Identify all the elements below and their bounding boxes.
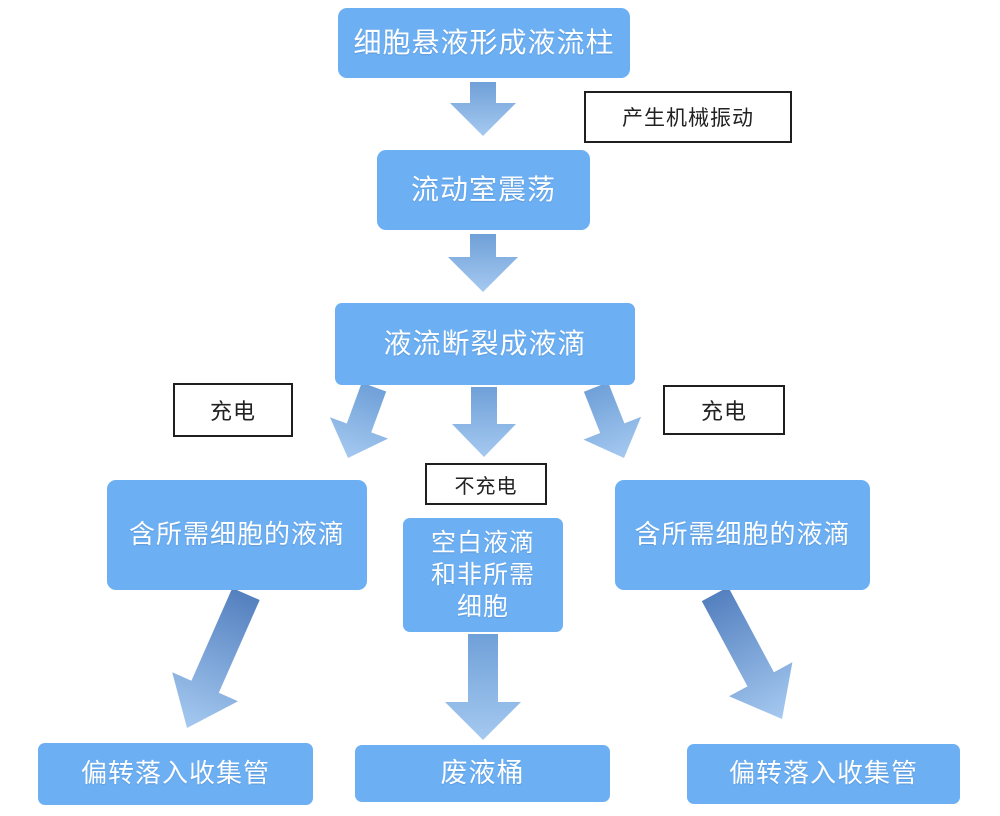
arrow-break-to-right-branch bbox=[583, 382, 642, 458]
arrow-chamber-to-break bbox=[448, 234, 518, 292]
node-bottom-left-collector-label: 偏转落入收集管 bbox=[80, 758, 270, 789]
node-bottom-left-collector: 偏转落入收集管 bbox=[38, 743, 313, 805]
label-charge-right: 充电 bbox=[663, 385, 785, 435]
node-bottom-right-collector-label: 偏转落入收集管 bbox=[728, 758, 918, 789]
node-bottom-right-collector: 偏转落入收集管 bbox=[687, 744, 960, 804]
label-charge-left-text: 充电 bbox=[209, 399, 256, 424]
node-right-branch: 含所需细胞的液滴 bbox=[615, 480, 870, 590]
node-cell-suspension: 细胞悬液形成液流柱 bbox=[338, 8, 630, 78]
label-mechanical-vibration: 产生机械振动 bbox=[584, 91, 792, 143]
node-left-branch: 含所需细胞的液滴 bbox=[107, 480, 367, 590]
arrow-left-branch-to-collector bbox=[172, 588, 260, 728]
node-flow-chamber: 流动室震荡 bbox=[377, 150, 590, 230]
node-left-branch-label: 含所需细胞的液滴 bbox=[128, 519, 345, 550]
label-no-charge: 不充电 bbox=[425, 463, 547, 505]
arrow-suspension-to-chamber bbox=[450, 82, 516, 136]
node-stream-breaks: 液流断裂成液滴 bbox=[335, 303, 635, 385]
node-right-branch-label: 含所需细胞的液滴 bbox=[634, 519, 851, 550]
arrow-right-branch-to-collector bbox=[701, 586, 793, 719]
node-stream-breaks-label: 液流断裂成液滴 bbox=[383, 328, 587, 360]
node-middle-branch-label: 空白液滴 和非所需 细胞 bbox=[430, 529, 535, 621]
arrow-break-to-left-branch bbox=[329, 382, 389, 458]
label-charge-right-text: 充电 bbox=[700, 399, 747, 424]
label-no-charge-text: 不充电 bbox=[454, 475, 518, 498]
node-waste-bucket-label: 废液桶 bbox=[440, 758, 525, 789]
node-waste-bucket: 废液桶 bbox=[355, 745, 610, 802]
label-charge-left: 充电 bbox=[173, 383, 293, 437]
arrow-break-to-middle-branch bbox=[452, 387, 516, 457]
node-flow-chamber-label: 流动室震荡 bbox=[410, 174, 556, 206]
label-mechanical-vibration-text: 产生机械振动 bbox=[622, 107, 754, 130]
node-middle-branch: 空白液滴 和非所需 细胞 bbox=[403, 518, 563, 632]
arrow-middle-branch-to-waste bbox=[445, 634, 521, 740]
node-cell-suspension-label: 细胞悬液形成液流柱 bbox=[353, 27, 615, 59]
